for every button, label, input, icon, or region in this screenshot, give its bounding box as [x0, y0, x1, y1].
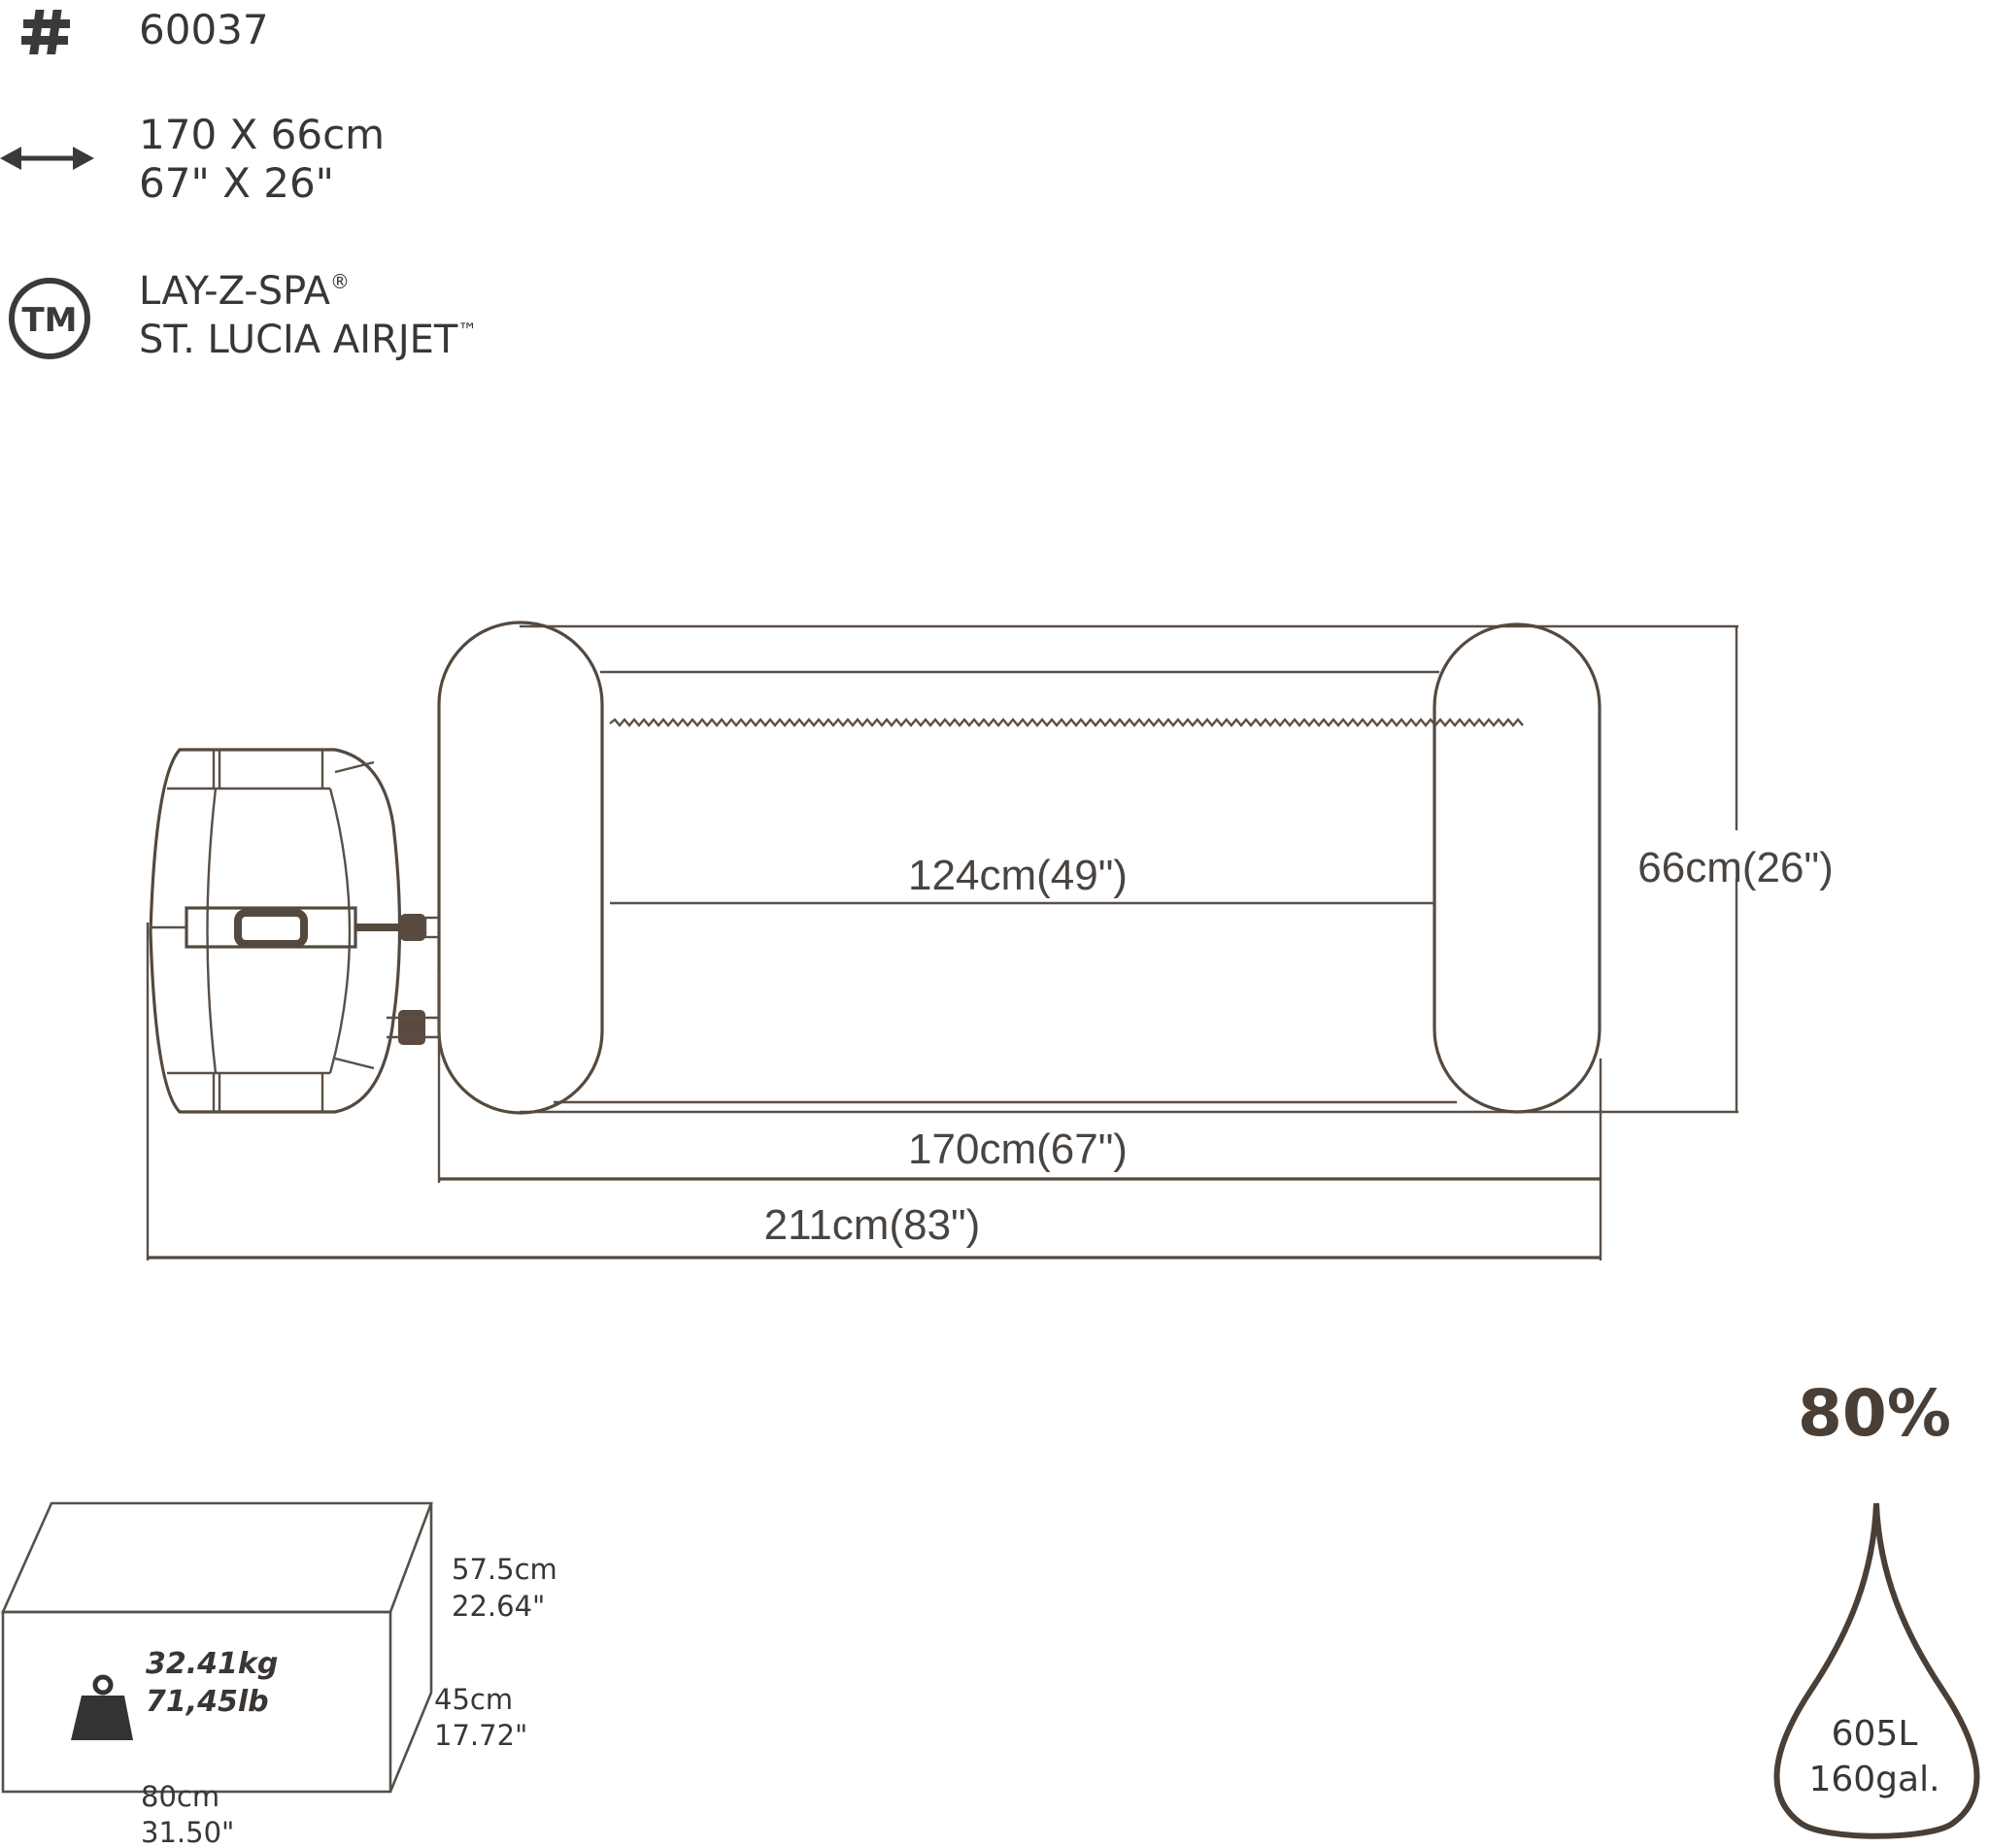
weight-lb: 71,45lb: [146, 1685, 269, 1719]
size-imperial: 67" X 26": [139, 159, 334, 207]
package-box: 32.41kg 71,45lb 57.5cm 22.64" 45cm 17.72…: [0, 1501, 557, 1848]
svg-text:170cm(67"): 170cm(67"): [908, 1126, 1128, 1173]
box-width-in: 31.50": [141, 1816, 234, 1848]
zigzag-seam: [609, 718, 1524, 727]
volume-gallons: 160gal.: [1808, 1760, 1939, 1799]
item-number-row: 60037: [21, 6, 269, 54]
svg-text:TM: TM: [21, 301, 77, 340]
right-pillow: [1433, 622, 1601, 1114]
box-height-cm: 57.5cm: [452, 1553, 557, 1586]
trademark-circle-icon: TM: [9, 278, 90, 359]
dim-inner-length: 124cm(49"): [610, 852, 1434, 905]
dim-tub-length: 170cm(67"): [437, 971, 1602, 1260]
brand-line1: LAY-Z-SPA®: [139, 269, 350, 314]
box-depth-cm: 45cm: [434, 1683, 513, 1716]
water-drop-icon: [1773, 1502, 1980, 1839]
size-metric: 170 X 66cm: [139, 111, 385, 158]
double-arrow-icon: [0, 147, 94, 170]
item-number: 60037: [139, 6, 269, 53]
box-height-in: 22.64": [452, 1590, 545, 1623]
hose-connector-bottom: [398, 1010, 425, 1045]
dim-height: 66cm(26"): [1626, 626, 1845, 1112]
weight-kg: 32.41kg: [146, 1647, 278, 1681]
pump-unit: [149, 748, 441, 1114]
box-depth-in: 17.72": [434, 1719, 527, 1752]
brand-line2: ST. LUCIA AIRJET™: [139, 318, 477, 362]
fill-percent: 80%: [1798, 1376, 1951, 1451]
brand-row: TM LAY-Z-SPA® ST. LUCIA AIRJET™: [9, 269, 477, 362]
water-capacity: 80% 605L 160gal.: [1773, 1376, 1980, 1839]
spa-tub: [437, 621, 1738, 1115]
svg-text:211cm(83"): 211cm(83"): [764, 1201, 981, 1249]
box-width-cm: 80cm: [141, 1780, 219, 1813]
dim-total-length: 211cm(83"): [146, 923, 1601, 1260]
size-row: 170 X 66cm 67" X 26": [0, 111, 385, 207]
left-pillow: [437, 621, 604, 1115]
hose-connector-top: [400, 914, 425, 941]
svg-text:124cm(49"): 124cm(49"): [908, 852, 1128, 899]
spa-top-view: 124cm(49") 66cm(26") 170cm(67") 211cm(83…: [146, 621, 1845, 1260]
svg-text:66cm(26"): 66cm(26"): [1637, 844, 1833, 891]
volume-liters: 605L: [1832, 1714, 1918, 1754]
hash-icon: [21, 10, 70, 54]
weight-icon: [71, 1674, 133, 1740]
